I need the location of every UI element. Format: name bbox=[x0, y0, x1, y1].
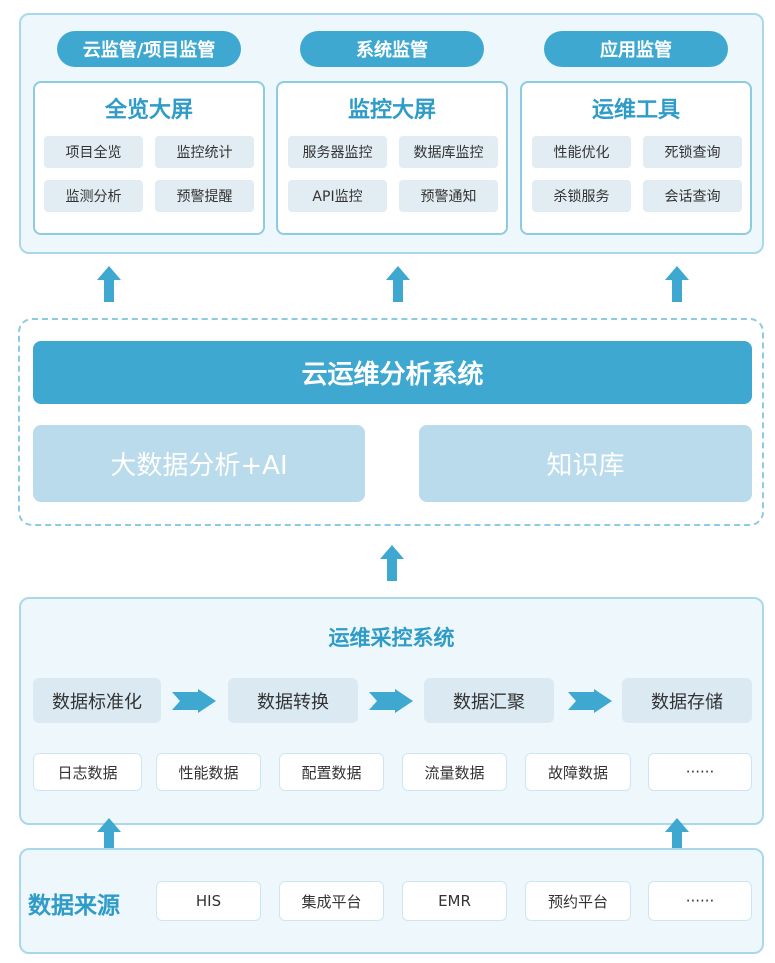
pill-system-supervision: 系统监管 bbox=[300, 31, 484, 67]
chip-monitor-stats: 监控统计 bbox=[155, 136, 254, 168]
flow-data-conversion: 数据转换 bbox=[228, 678, 358, 723]
data-sources-panel bbox=[19, 848, 764, 954]
chip-kill-lock-service: 杀锁服务 bbox=[532, 180, 631, 212]
source-emr: EMR bbox=[402, 881, 507, 921]
up-arrow-icon bbox=[386, 266, 410, 302]
chip-api-monitor: API监控 bbox=[288, 180, 387, 212]
double-arrow-icon bbox=[172, 689, 216, 713]
chip-server-monitor: 服务器监控 bbox=[288, 136, 387, 168]
flow-data-aggregation: 数据汇聚 bbox=[424, 678, 554, 723]
chip-alert-notice: 预警通知 bbox=[399, 180, 498, 212]
type-more: ······ bbox=[648, 753, 752, 791]
flow-data-standardization: 数据标准化 bbox=[33, 678, 161, 723]
card-overview-title: 全览大屏 bbox=[104, 98, 193, 123]
double-arrow-icon bbox=[568, 689, 612, 713]
chip-deadlock-query: 死锁查询 bbox=[643, 136, 742, 168]
card-monitor-title: 监控大屏 bbox=[347, 98, 436, 123]
collection-system-title: 运维采控系统 bbox=[328, 626, 455, 650]
type-performance-data: 性能数据 bbox=[156, 753, 261, 791]
chip-session-query: 会话查询 bbox=[643, 180, 742, 212]
flow-data-storage: 数据存储 bbox=[622, 678, 752, 723]
data-sources-label: 数据来源 bbox=[28, 893, 120, 919]
chip-database-monitor: 数据库监控 bbox=[399, 136, 498, 168]
up-arrow-icon bbox=[665, 818, 689, 854]
source-appointment-platform: 预约平台 bbox=[525, 881, 631, 921]
up-arrow-icon bbox=[97, 266, 121, 302]
source-his: HIS bbox=[156, 881, 261, 921]
up-arrow-icon bbox=[380, 545, 404, 581]
type-fault-data: 故障数据 bbox=[525, 753, 631, 791]
knowledge-base-block: 知识库 bbox=[419, 425, 752, 502]
type-traffic-data: 流量数据 bbox=[402, 753, 507, 791]
chip-monitor-analysis: 监测分析 bbox=[44, 180, 143, 212]
up-arrow-icon bbox=[97, 818, 121, 854]
big-data-ai-block: 大数据分析+AI bbox=[33, 425, 365, 502]
source-integration-platform: 集成平台 bbox=[279, 881, 384, 921]
pill-application-supervision: 应用监管 bbox=[544, 31, 728, 67]
pill-cloud-project-supervision: 云监管/项目监管 bbox=[57, 31, 241, 67]
cloud-ops-analysis-title: 云运维分析系统 bbox=[33, 341, 752, 404]
type-log-data: 日志数据 bbox=[33, 753, 142, 791]
source-more: ······ bbox=[648, 881, 752, 921]
type-config-data: 配置数据 bbox=[279, 753, 384, 791]
up-arrow-icon bbox=[665, 266, 689, 302]
card-ops-tools-title: 运维工具 bbox=[591, 98, 680, 123]
chip-alert-reminder: 预警提醒 bbox=[155, 180, 254, 212]
double-arrow-icon bbox=[369, 689, 413, 713]
chip-project-overview: 项目全览 bbox=[44, 136, 143, 168]
chip-performance-optimization: 性能优化 bbox=[532, 136, 631, 168]
